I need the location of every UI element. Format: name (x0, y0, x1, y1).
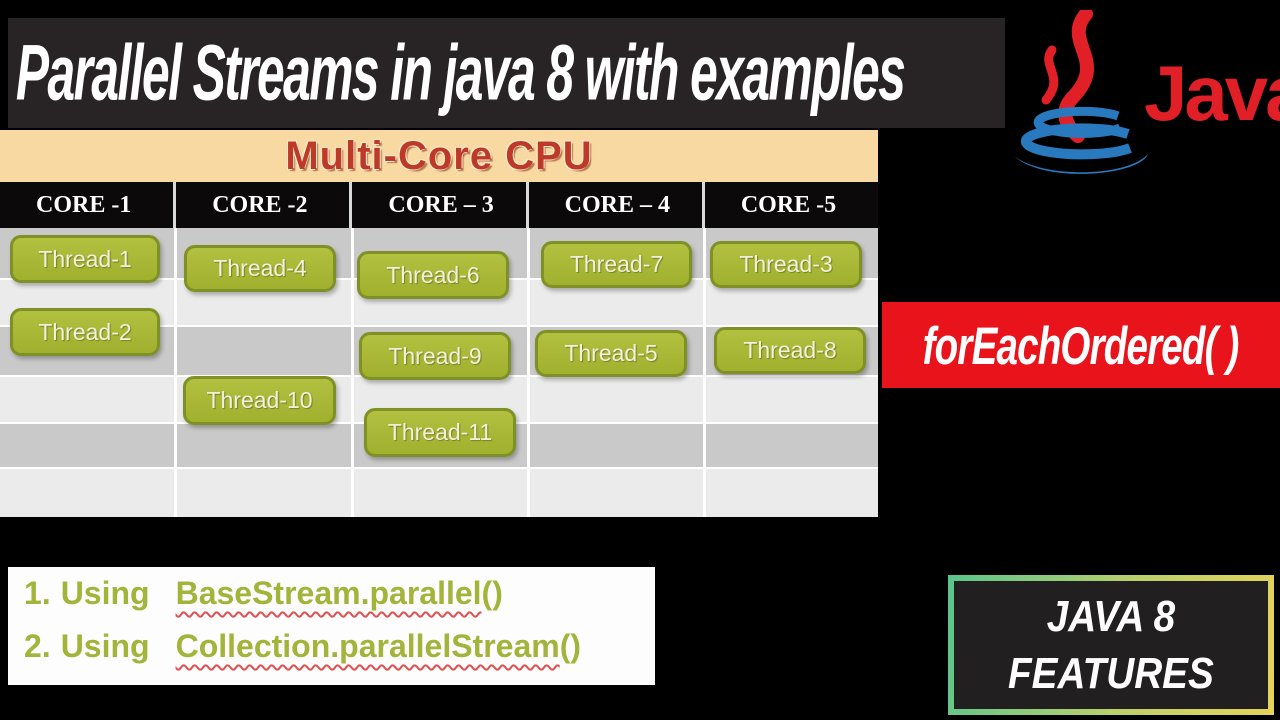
core-header-1: CORE -1 (0, 182, 174, 228)
badge-line-2: FEATURES (1008, 649, 1214, 698)
table-row-stripe (0, 467, 878, 517)
thread-box-4: Thread-4 (184, 245, 336, 292)
column-divider (351, 228, 354, 517)
usage-prefix: Using (60, 575, 150, 611)
thread-box-3: Thread-3 (710, 241, 862, 288)
page-title: Parallel Streams in java 8 with examples (15, 29, 906, 117)
thread-box-9: Thread-9 (359, 332, 511, 380)
core-header-2: CORE -2 (173, 182, 350, 228)
thread-box-10: Thread-10 (183, 376, 336, 425)
thread-box-11: Thread-11 (364, 408, 516, 457)
badge-line-1: JAVA 8 (1046, 591, 1176, 641)
column-divider (703, 228, 706, 517)
usage-list-box: 1. Using BaseStream.parallel () 2. Using… (8, 567, 655, 685)
foreachordered-banner: forEachOrdered( ) (882, 302, 1280, 388)
usage-item-2: 2. Using Collection.parallelStream () (24, 628, 581, 665)
thread-box-8: Thread-8 (714, 327, 866, 374)
cpu-table-header-band: Multi-Core CPU (0, 130, 878, 182)
cpu-table-title: Multi-Core CPU (285, 133, 593, 178)
thread-box-7: Thread-7 (541, 241, 692, 288)
usage-number: 1. (24, 575, 51, 611)
usage-suffix: () (559, 628, 582, 664)
java-logo: Java™ (1008, 6, 1280, 178)
usage-item-1: 1. Using BaseStream.parallel () (24, 575, 503, 612)
core-header-4: CORE – 4 (525, 182, 702, 228)
thread-box-5: Thread-5 (535, 330, 687, 377)
core-header-row: CORE -1 CORE -2 CORE – 3 CORE – 4 CORE -… (0, 182, 879, 228)
core-header-3: CORE – 3 (349, 182, 526, 228)
thread-box-2: Thread-2 (10, 308, 160, 356)
usage-suffix: () (481, 575, 503, 611)
title-banner: Parallel Streams in java 8 with examples (8, 18, 1005, 128)
thread-box-1: Thread-1 (10, 235, 160, 283)
column-divider (174, 228, 177, 517)
usage-prefix: Using (60, 628, 150, 664)
column-divider (527, 228, 530, 517)
method-name-text: forEachOrdered( ) (923, 315, 1240, 375)
java8-features-badge: JAVA 8 FEATURES (948, 575, 1274, 715)
thread-box-6: Thread-6 (357, 251, 509, 299)
usage-code-spellcheck: Collection.parallelStream (175, 628, 560, 664)
core-header-5: CORE -5 (701, 182, 879, 228)
badge-inner-panel: JAVA 8 FEATURES (954, 581, 1268, 709)
usage-number: 2. (24, 628, 51, 664)
usage-code-spellcheck: BaseStream.parallel (175, 575, 482, 611)
java-wordmark: Java™ (1144, 49, 1280, 137)
